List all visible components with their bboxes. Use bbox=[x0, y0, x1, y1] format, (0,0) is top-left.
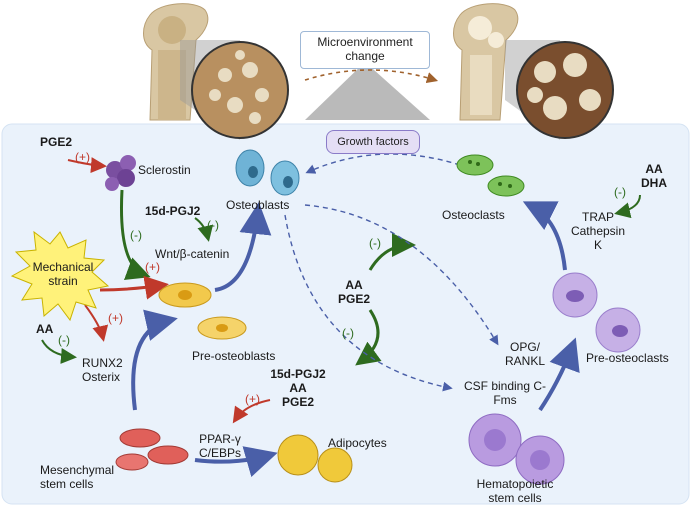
msc-line1: Mesenchymal bbox=[40, 463, 115, 477]
msc-to-adipocyte-arrow bbox=[194, 446, 278, 477]
lower-aa: AA bbox=[289, 381, 307, 395]
mechanical-runx-plus-sign: (+) bbox=[108, 311, 123, 325]
center-agents-up-arrow bbox=[368, 233, 416, 271]
aa-right: AA bbox=[645, 162, 663, 176]
aa-left-minus-sign: (-) bbox=[58, 333, 70, 347]
lower-pgj2: 15d-PGJ2 bbox=[270, 367, 326, 381]
pgj2-to-wnt-arrow bbox=[194, 217, 214, 242]
hsc-to-preosteoclast-arrow bbox=[538, 337, 580, 412]
opg-line: OPG/ bbox=[509, 340, 540, 354]
mechanical-strain-label: Mechanical strain bbox=[18, 260, 108, 288]
osteoclasts-label: Osteoclasts bbox=[442, 208, 505, 222]
center-up-minus-sign: (-) bbox=[369, 236, 381, 250]
pge2-plus-sign: (+) bbox=[75, 150, 90, 164]
lower-plus-sign: (+) bbox=[245, 392, 260, 406]
center-pge2: PGE2 bbox=[337, 292, 370, 306]
osteoblast-cells-icon bbox=[235, 149, 300, 196]
pge2-top-label: PGE2 bbox=[40, 135, 73, 149]
osteoclast-cells-icon bbox=[456, 154, 525, 197]
center-agents-down-arrow bbox=[355, 309, 382, 366]
csf-label: CSF binding C- Fms bbox=[455, 379, 555, 407]
mechanical-wnt-plus-sign: (+) bbox=[145, 260, 160, 274]
lower-pge2: PGE2 bbox=[281, 395, 314, 409]
osteoporotic-bone-icon bbox=[453, 3, 519, 121]
osteoblast-to-opg-dashed-arrow bbox=[304, 204, 499, 346]
csf-line2: Fms bbox=[493, 393, 517, 407]
aa-left-label: AA bbox=[36, 322, 54, 336]
trap-label: TRAP Cathepsin K bbox=[566, 210, 630, 252]
trap-line: TRAP bbox=[581, 210, 614, 224]
ppar-line: PPAR-γ bbox=[199, 432, 241, 446]
pge2-to-sclerostin-arrow bbox=[67, 157, 107, 174]
center-aa: AA bbox=[345, 278, 363, 292]
hsc-line2: stem cells bbox=[488, 491, 542, 505]
hsc-label: Hematopoietic stem cells bbox=[470, 477, 560, 505]
mechanical-to-runx2-arrow bbox=[84, 304, 109, 342]
mechanical-line2: strain bbox=[48, 274, 78, 288]
mechanical-to-preosteoblast-arrow bbox=[99, 275, 169, 300]
preosteoclast-to-osteoclast-arrow bbox=[522, 201, 567, 271]
preosteoclast-cells-icon bbox=[552, 272, 641, 353]
adipocytes-label: Adipocytes bbox=[328, 436, 387, 450]
dha-right: DHA bbox=[641, 176, 667, 190]
cebp-line: C/EBPs bbox=[198, 446, 241, 460]
aa-dha-to-trap-arrow bbox=[614, 194, 641, 219]
lower-agents-label: 15d-PGJ2 AA PGE2 bbox=[262, 367, 334, 409]
preosteoblast-cells-icon bbox=[158, 282, 247, 340]
runx2-label: RUNX2 bbox=[82, 356, 123, 370]
growth-factors-box: Growth factors bbox=[326, 130, 420, 154]
csf-line1: CSF binding C- bbox=[463, 379, 547, 393]
mechanical-line1: Mechanical bbox=[32, 260, 94, 274]
microenvironment-wedge bbox=[305, 62, 430, 120]
msc-label: Mesenchymal stem cells bbox=[40, 463, 114, 491]
msc-line2: stem cells bbox=[40, 477, 94, 491]
aa-dha-label: AA DHA bbox=[636, 162, 672, 190]
hsc-line1: Hematopoietic bbox=[476, 477, 554, 491]
pgj2-mid-label: 15d-PGJ2 bbox=[145, 204, 201, 218]
msc-cells-icon bbox=[115, 428, 189, 471]
rankl-line: RANKL bbox=[504, 354, 545, 368]
adipocyte-cells-icon bbox=[277, 434, 353, 483]
hsc-cells-icon bbox=[468, 413, 565, 485]
sclerostin-label: Sclerostin bbox=[138, 163, 191, 177]
pre-osteoblasts-label: Pre-osteoblasts bbox=[192, 349, 276, 363]
osterix-label: Osterix bbox=[82, 370, 121, 384]
osteoporotic-bone-zoom-icon bbox=[516, 41, 614, 139]
sclerostin-icon bbox=[105, 155, 136, 191]
preosteoblast-to-osteoblast-arrow bbox=[214, 202, 272, 292]
ppar-label: PPAR-γ C/EBPs bbox=[192, 432, 248, 460]
sclerostin-minus-sign: (-) bbox=[130, 228, 142, 242]
msc-to-preosteoblast-arrow bbox=[131, 309, 178, 411]
pgj2-minus-sign: (-) bbox=[207, 218, 219, 232]
osteoblasts-label: Osteoblasts bbox=[226, 198, 290, 212]
aa-to-runx2-arrow bbox=[41, 339, 77, 364]
growth-factors-label: Growth factors bbox=[337, 136, 409, 148]
osteoclast-to-osteoblast-dashed-arrow bbox=[305, 153, 461, 174]
microenvironment-arrow bbox=[304, 69, 439, 84]
cathepsin-line: Cathepsin bbox=[570, 224, 626, 238]
sclerostin-to-wnt-arrow bbox=[120, 189, 151, 280]
opg-rankl-label: OPG/ RANKL bbox=[495, 340, 555, 368]
center-down-minus-sign: (-) bbox=[342, 326, 354, 340]
microenvironment-label-line1: Microenvironment bbox=[317, 35, 413, 49]
center-agents-label: AA PGE2 bbox=[330, 278, 378, 306]
osteoblast-to-csf-dashed-arrow bbox=[284, 214, 453, 392]
pre-osteoclasts-label: Pre-osteoclasts bbox=[586, 351, 669, 365]
microenvironment-box: Microenvironment change bbox=[300, 31, 430, 69]
lower-agents-to-ppar-arrow bbox=[232, 399, 271, 424]
aa-dha-minus-sign: (-) bbox=[614, 185, 626, 199]
wnt-label: Wnt/β-catenin bbox=[155, 247, 230, 261]
microenvironment-label-line2: change bbox=[345, 49, 385, 63]
k-line: K bbox=[593, 238, 602, 252]
mechanical-strain-burst-icon bbox=[10, 230, 110, 322]
healthy-bone-zoom-icon bbox=[191, 41, 289, 139]
background-panel bbox=[1, 123, 690, 505]
